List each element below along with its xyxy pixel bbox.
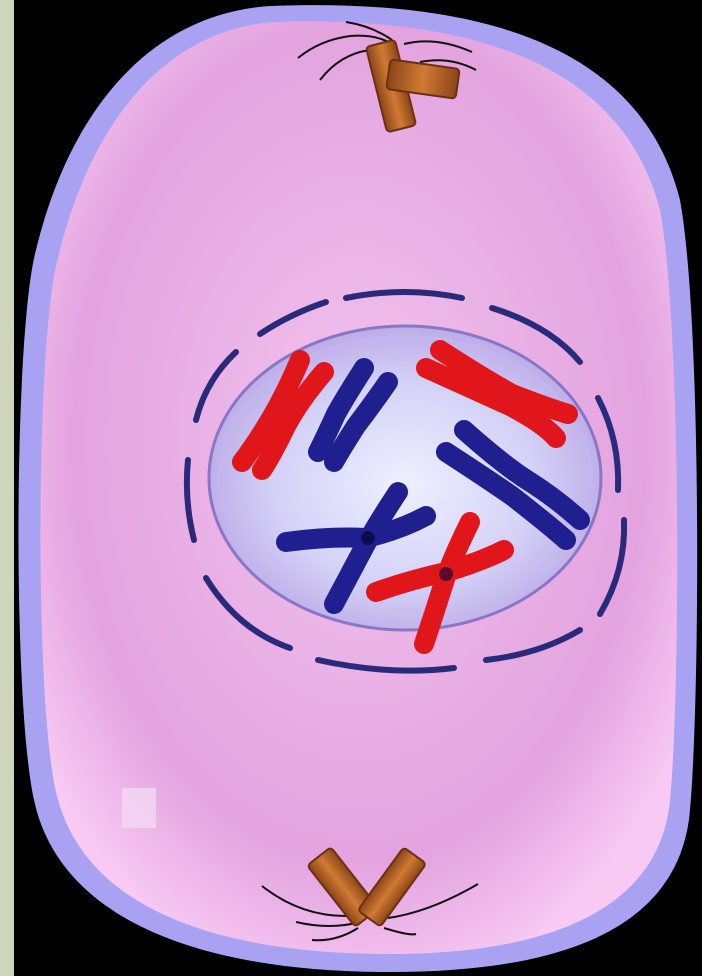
- highlight-patch: [122, 788, 156, 828]
